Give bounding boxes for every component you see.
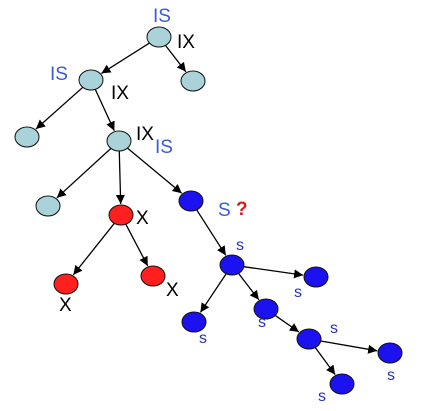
s-node-top-lock-label: S — [218, 200, 231, 221]
edge-level2-right-to-x-node — [115, 150, 126, 205]
node-x-child-left — [53, 273, 79, 295]
edge-s-node-top-to-s-node-mid — [196, 209, 227, 256]
edge-s-node-mid-to-s-leaf-right — [243, 266, 304, 279]
edge-s-node-mid-to-s-leaf-left — [199, 273, 227, 313]
s-leaf-right-label: s — [294, 284, 302, 301]
node-s-leaf-deep-bottom — [329, 373, 355, 395]
edge-x-node-to-x-child-left — [72, 222, 115, 276]
level1-intent-label: IS — [50, 64, 68, 85]
s-node-mid-label: s — [236, 237, 244, 254]
edge-s-node-mid-to-s-node-inner — [237, 273, 260, 301]
node-level2-left — [14, 126, 40, 148]
labels-layer: IS IX IS IX IX IS X X X S ? s s s s s s … — [50, 6, 395, 405]
node-x-child-right — [140, 265, 166, 287]
edge-root-to-level1-left — [101, 42, 150, 74]
node-s-node-inner — [253, 298, 279, 320]
node-level2-right — [106, 130, 132, 152]
level2-lock-label: IX — [136, 124, 154, 145]
level1-lock-label: IX — [111, 83, 129, 104]
node-level3-left — [35, 195, 61, 217]
edge-level1-left-to-level2-right — [94, 89, 115, 132]
edge-level2-right-to-level3-left — [56, 147, 112, 199]
s-leaf-deep-bottom-label: s — [318, 388, 326, 405]
x-child-right-label: X — [166, 280, 179, 301]
node-level1-left — [78, 69, 104, 91]
nodes-layer — [14, 26, 403, 395]
node-root-right-child — [180, 70, 206, 92]
node-s-node-top — [178, 190, 204, 212]
x-node-label: X — [136, 208, 149, 229]
edge-level2-right-to-s-node-top — [127, 147, 183, 194]
s-leaf-left-label: s — [199, 330, 207, 347]
x-child-left-label: X — [59, 295, 72, 316]
edges-layer — [35, 42, 378, 376]
node-root — [146, 26, 172, 48]
node-s-leaf-left — [181, 311, 207, 333]
root-lock-label: IX — [177, 32, 195, 53]
node-s-leaf-deep-right — [377, 342, 403, 364]
node-s-node-mid — [219, 254, 245, 276]
s-node-inner-label: s — [258, 314, 266, 331]
edge-level1-left-to-level2-left — [35, 86, 84, 130]
root-intent-label: IS — [153, 6, 171, 27]
node-x-node — [108, 204, 134, 226]
s-node-top-question-label: ? — [236, 199, 248, 220]
s-leaf-deep-right-label: s — [387, 367, 395, 384]
level2-intent-label: IS — [155, 137, 173, 158]
edge-s-node-deep-to-s-leaf-deep-right — [320, 340, 378, 354]
edge-s-node-deep-to-s-leaf-deep-bottom — [314, 347, 336, 376]
edge-s-node-inner-to-s-node-deep — [274, 314, 300, 333]
edge-root-to-root-right-child — [164, 45, 187, 73]
node-s-leaf-right — [303, 266, 329, 288]
node-s-node-deep — [296, 328, 322, 350]
edge-x-node-to-x-child-right — [125, 223, 149, 267]
s-node-deep-label: s — [330, 320, 338, 337]
